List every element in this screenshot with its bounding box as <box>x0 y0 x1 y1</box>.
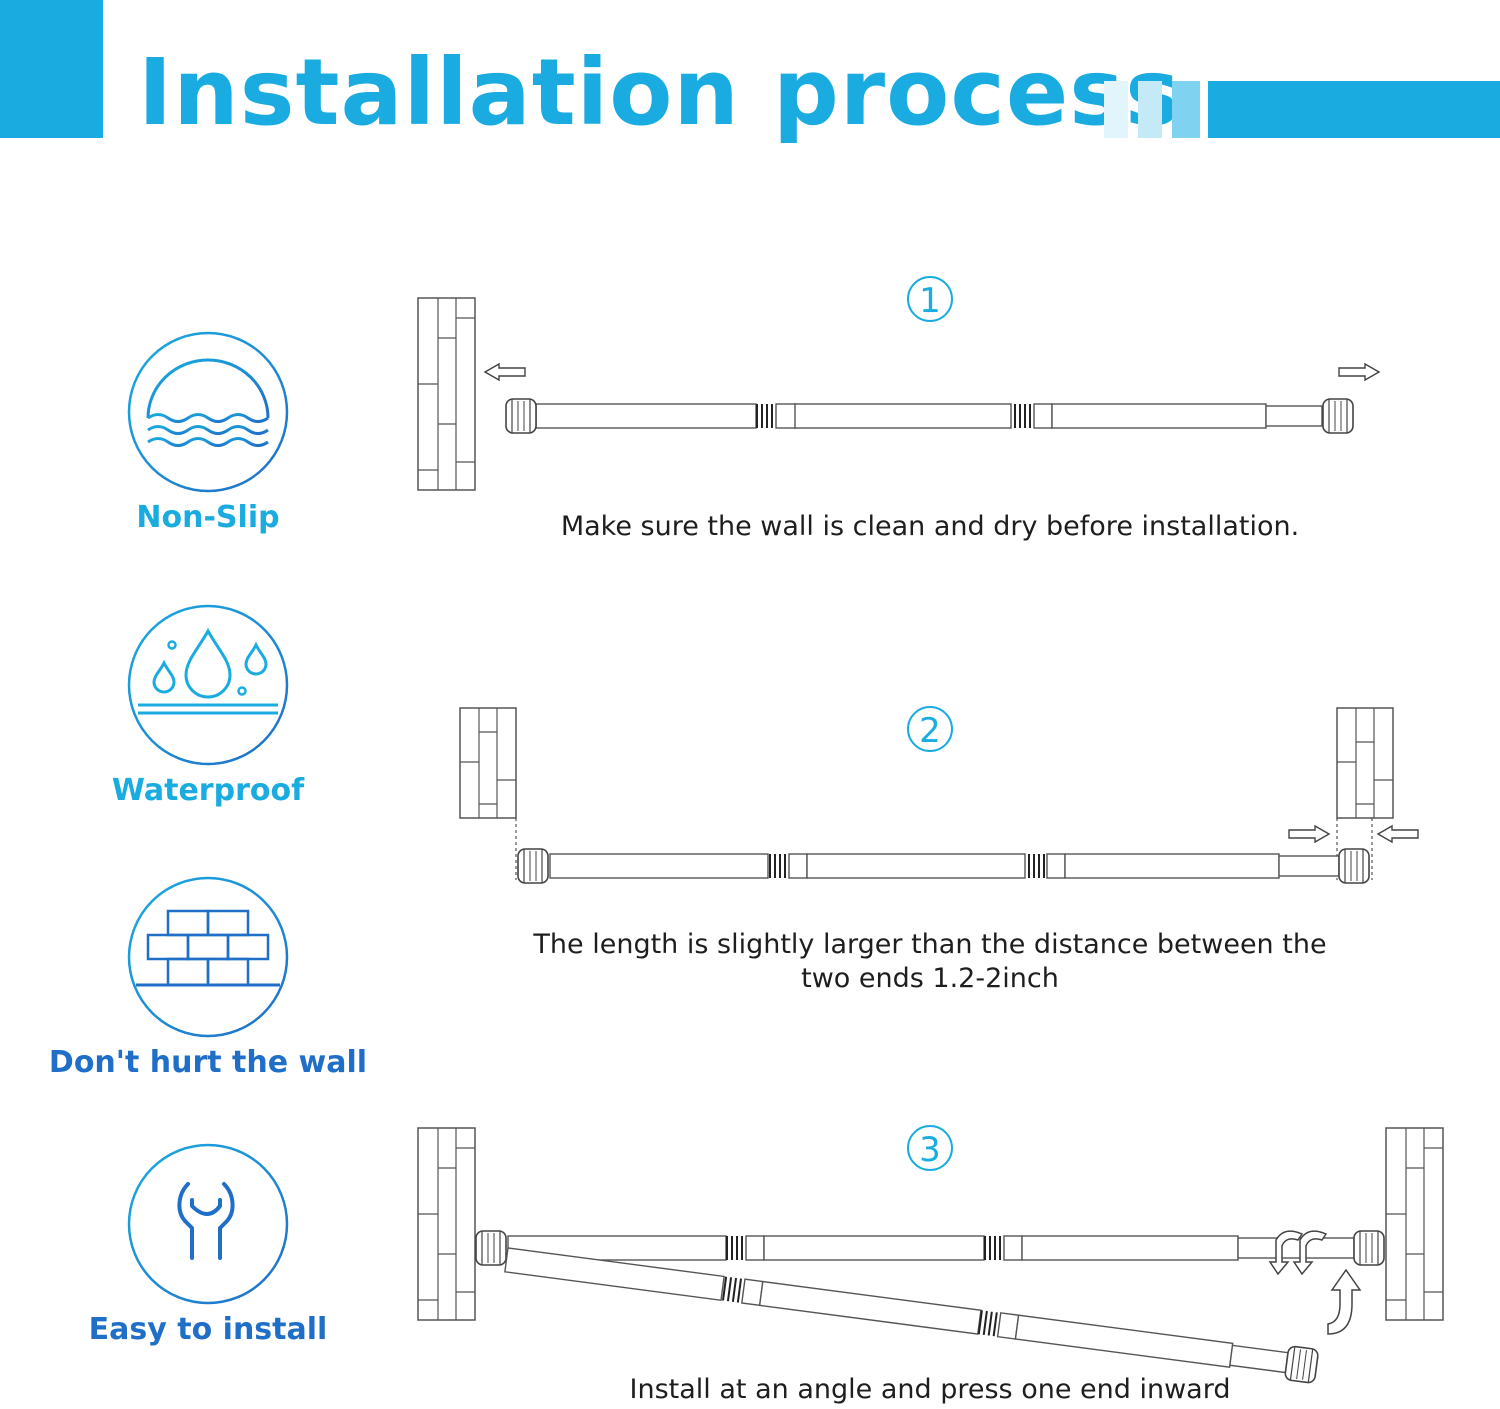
step-3-number <box>907 1125 953 1171</box>
feature-label: Waterproof <box>111 773 305 808</box>
arrow-right-icon <box>1338 363 1380 381</box>
step-3-caption: Install at an angle and press one end in… <box>629 1374 1231 1405</box>
step-number-text: 2 <box>919 711 941 751</box>
left-wall <box>417 297 476 491</box>
feature-easy-install: Easy to install <box>0 1142 416 1348</box>
step-number-text: 3 <box>919 1130 941 1170</box>
step-2-number <box>907 706 953 752</box>
corner-accent-block <box>0 0 103 138</box>
title-decoration-bar <box>1104 81 1128 138</box>
page-title: Installation process <box>138 39 1181 146</box>
tension-rod <box>505 398 1354 434</box>
arrow-left-icon <box>484 363 526 381</box>
title-decoration-bar <box>1138 81 1162 138</box>
tension-rod-angled <box>504 1247 1320 1385</box>
arrow-left-icon <box>1377 825 1419 843</box>
step-number-text: 1 <box>919 281 941 321</box>
step-1-diagram <box>417 297 1380 491</box>
tension-rod <box>517 848 1370 884</box>
feature-non-slip: Non-Slip <box>0 330 416 536</box>
title-decoration-bar <box>1172 81 1200 138</box>
step-1-number <box>907 276 953 322</box>
step-3-diagram <box>417 1127 1444 1385</box>
feature-waterproof: Waterproof <box>0 603 416 809</box>
step-1-caption: Make sure the wall is clean and dry befo… <box>560 511 1300 542</box>
wrench-icon <box>127 1143 289 1305</box>
arrow-right-icon <box>1288 825 1330 843</box>
feature-label: Non-Slip <box>136 500 280 535</box>
feature-dont-hurt-wall: Don't hurt the wall <box>0 875 416 1081</box>
feature-label: Don't hurt the wall <box>48 1045 368 1080</box>
step-2-caption-line-2: two ends 1.2-2inch <box>801 963 1059 994</box>
brick-wall-icon <box>127 876 289 1038</box>
water-drops-icon <box>127 604 289 766</box>
tension-rod-straight <box>475 1230 1385 1266</box>
step-2-diagram <box>459 707 1419 884</box>
left-wall <box>417 1127 476 1321</box>
twist-arrow-icon <box>1268 1230 1328 1276</box>
right-wall <box>1385 1127 1444 1321</box>
title-decoration-bar <box>1208 81 1500 138</box>
push-up-arrow-icon <box>1327 1268 1362 1335</box>
step-2-caption-line-1: The length is slightly larger than the d… <box>533 929 1327 960</box>
waves-icon <box>127 331 289 493</box>
feature-label: Easy to install <box>88 1312 328 1347</box>
